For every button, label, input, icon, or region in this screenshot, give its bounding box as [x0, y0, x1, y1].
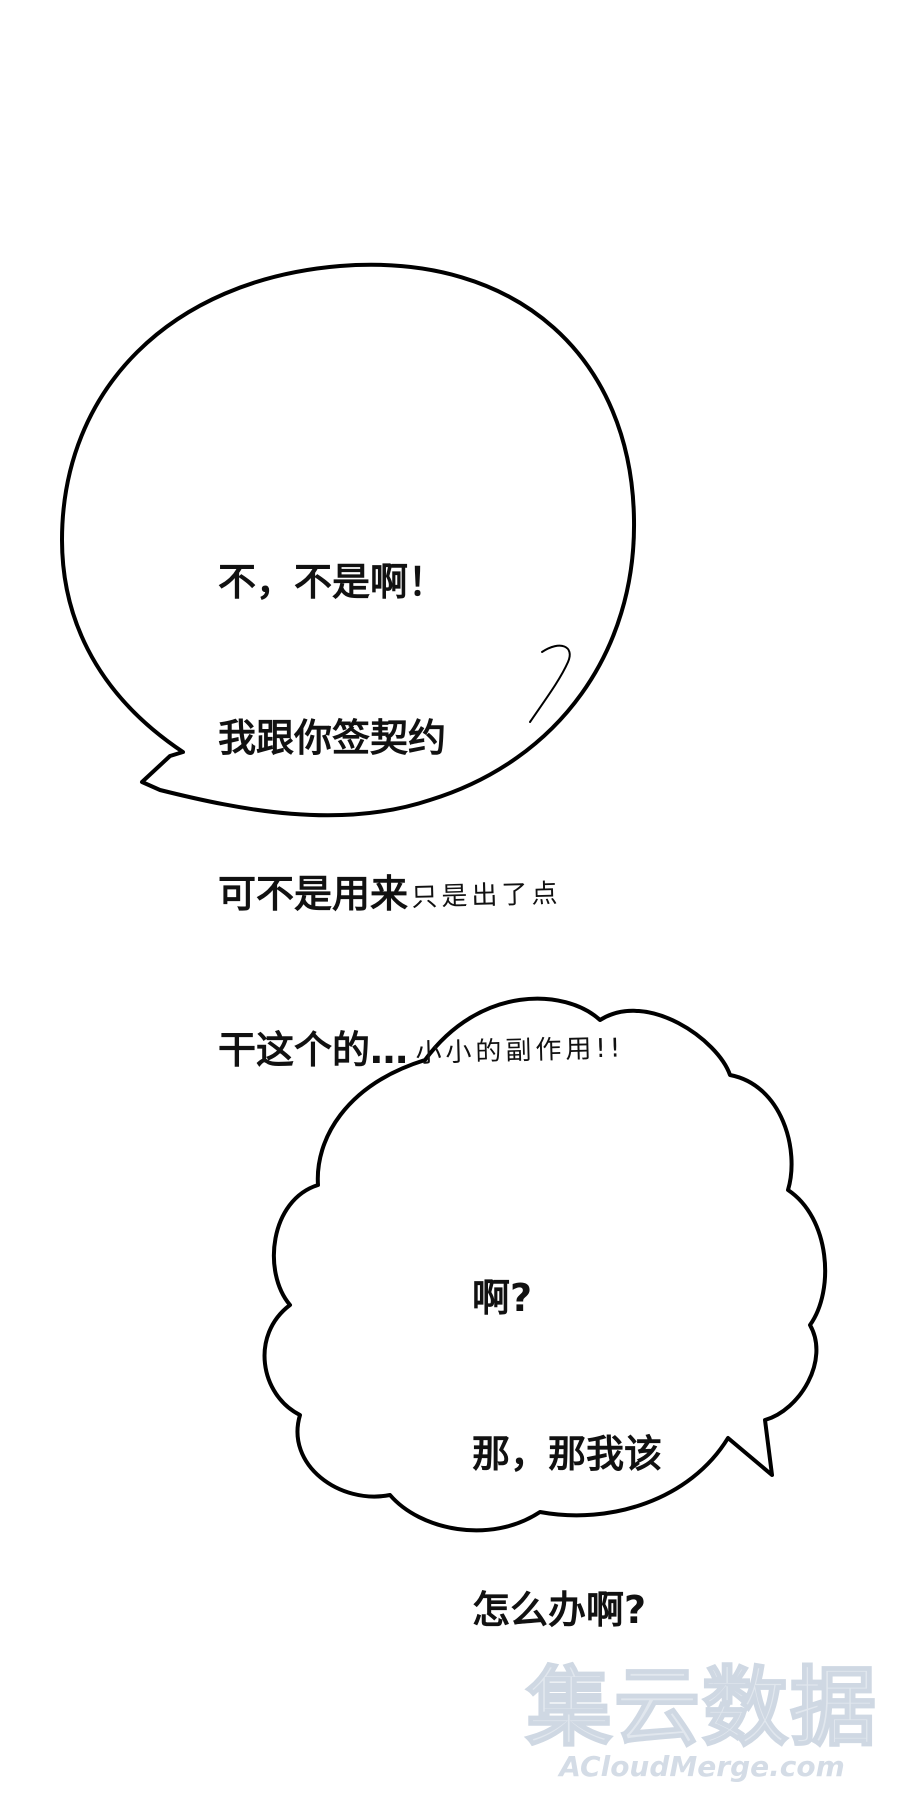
- bottom-bubble-line: 怎么办啊?: [472, 1588, 647, 1632]
- top-speech-bubble: [60, 262, 637, 818]
- top-bubble-line: 不，不是啊！: [218, 560, 447, 604]
- aside-line: 小小的副作用!!: [415, 1033, 625, 1069]
- handwritten-aside-text: 只是出了点 小小的副作用!!: [408, 763, 628, 1184]
- pen-stroke-line: [529, 644, 571, 723]
- bottom-bubble-line: 那，那我该: [472, 1432, 663, 1476]
- top-bubble-line: 可不是用来: [218, 872, 409, 916]
- aside-line: 只是出了点: [411, 879, 562, 913]
- bottom-bubble-text: 啊? 那，那我该 怎么办啊?: [472, 1168, 662, 1740]
- top-bubble-line: 干这个的…: [218, 1028, 409, 1072]
- top-bubble-text: 不，不是啊！ 我跟你签契约 可不是用来 干这个的…: [218, 452, 446, 1180]
- bottom-bubble-line: 啊?: [472, 1276, 533, 1320]
- bottom-wavy-bubble: [262, 996, 828, 1533]
- watermark-url: ACloudMerge.com: [559, 1750, 845, 1783]
- top-bubble-line: 我跟你签契约: [218, 716, 447, 760]
- watermark-title: 集云数据: [525, 1658, 878, 1758]
- watermark: 集云数据 ACloudMerge.com: [512, 1658, 892, 1784]
